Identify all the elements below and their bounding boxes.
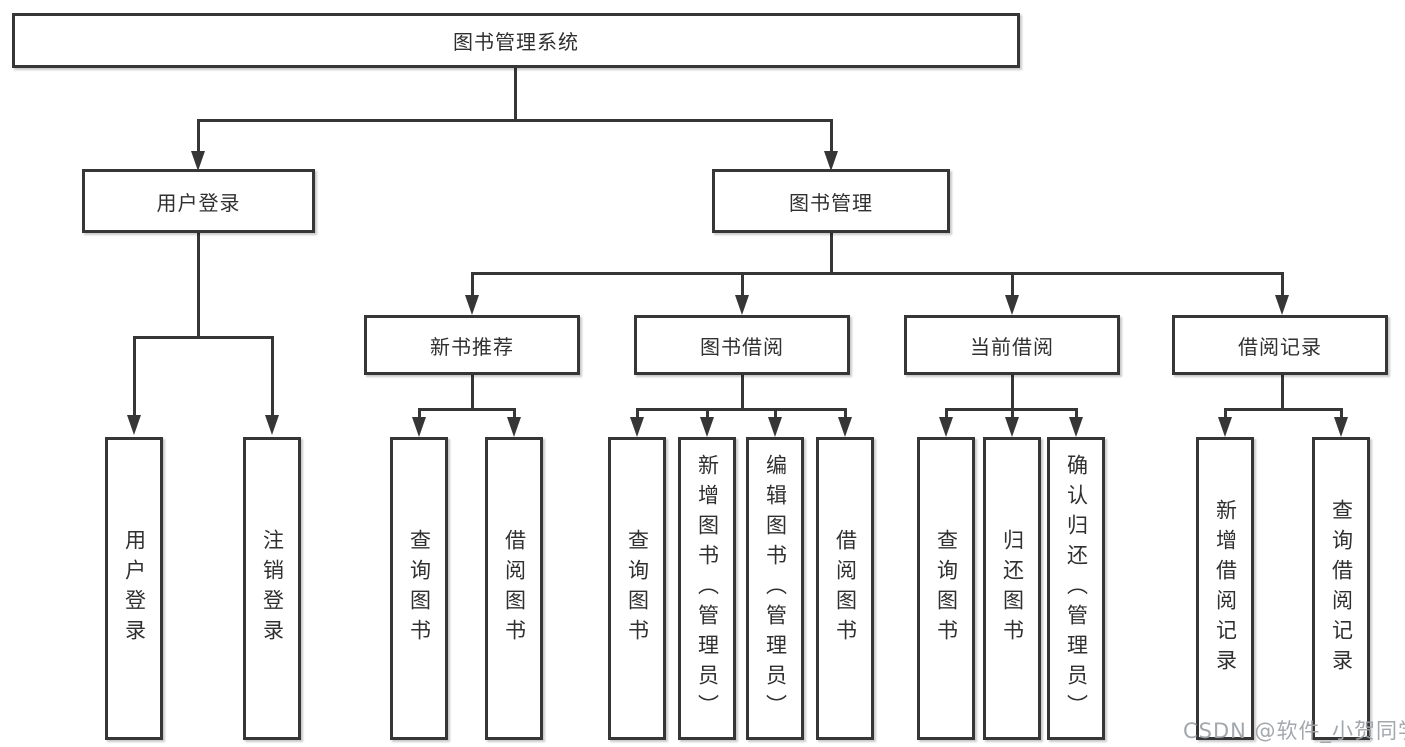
connector-arrowhead (1005, 295, 1019, 315)
node-user-login-leaf: 用户登录 (105, 437, 163, 740)
node-query-books-borrow: 查询图书 (608, 437, 666, 740)
node-label: 查询借阅记录 (1329, 498, 1354, 679)
connector-arrowhead (412, 417, 426, 437)
connector-line (1011, 375, 1014, 410)
connector-bus (1224, 408, 1343, 411)
node-user-login: 用户登录 (82, 169, 315, 233)
connector-line (471, 272, 474, 297)
connector-line (741, 272, 744, 297)
connector-arrowhead (1069, 417, 1083, 437)
node-logout: 注销登录 (243, 437, 301, 740)
connector-arrowhead (824, 151, 838, 171)
node-label: 借阅图书 (833, 528, 858, 649)
node-label: 新增图书（管理员） (695, 453, 720, 724)
connector-arrowhead (127, 415, 141, 435)
connector-arrowhead (1218, 417, 1232, 437)
connector-line (830, 233, 833, 274)
connector-arrowhead (191, 151, 205, 171)
connector-line (271, 336, 274, 417)
node-confirm-return-admin: 确认归还（管理员） (1047, 437, 1105, 740)
node-borrowing-records: 借阅记录 (1172, 315, 1388, 375)
node-add-book-admin: 新增图书（管理员） (678, 437, 736, 740)
node-return-books: 归还图书 (983, 437, 1041, 740)
connector-line (471, 375, 474, 410)
connector-arrowhead (265, 415, 279, 435)
connector-line (1011, 272, 1014, 297)
connector-arrowhead (735, 295, 749, 315)
connector-line (133, 336, 136, 417)
connector-line (197, 119, 200, 151)
node-label: 注销登录 (260, 528, 285, 649)
connector-arrowhead (630, 417, 644, 437)
connector-line (197, 233, 200, 338)
connector-arrowhead (507, 417, 521, 437)
node-library-management-system: 图书管理系统 (12, 13, 1020, 68)
node-current-borrowing: 当前借阅 (904, 315, 1120, 375)
csdn-watermark: CSDN @软件_小贺同学 (1183, 719, 1405, 743)
connector-line (844, 408, 847, 420)
node-label: 图书管理 (789, 190, 873, 215)
connector-line (1075, 408, 1078, 420)
node-label: 借阅记录 (1238, 334, 1322, 359)
connector-line (774, 408, 777, 420)
connector-line (945, 408, 948, 420)
node-query-books-recommend: 查询图书 (390, 437, 448, 740)
connector-arrowhead (838, 417, 852, 437)
node-label: 用户登录 (122, 528, 147, 649)
node-label: 编辑图书（管理员） (763, 453, 788, 724)
node-label: 图书管理系统 (453, 30, 579, 54)
connector-line (1340, 408, 1343, 420)
node-label: 查询图书 (407, 528, 432, 649)
connector-line (830, 119, 833, 151)
node-query-books-current: 查询图书 (917, 437, 975, 740)
node-book-borrowing: 图书借阅 (634, 315, 850, 375)
connector-arrowhead (700, 417, 714, 437)
connector-arrowhead (1005, 417, 1019, 437)
connector-arrowhead (465, 295, 479, 315)
node-edit-book-admin: 编辑图书（管理员） (746, 437, 804, 740)
node-label: 查询图书 (625, 528, 650, 649)
connector-line (636, 408, 639, 420)
connector-bus (636, 408, 847, 411)
connector-line (513, 408, 516, 420)
connector-bus (197, 119, 833, 122)
node-borrow-books-recommend: 借阅图书 (485, 437, 543, 740)
node-borrow-books-leaf: 借阅图书 (816, 437, 874, 740)
connector-line (1281, 272, 1284, 297)
connector-bus (471, 272, 1284, 275)
connector-line (706, 408, 709, 420)
node-label: 查询图书 (934, 528, 959, 649)
node-label: 新增借阅记录 (1213, 498, 1238, 679)
connector-line (514, 67, 517, 121)
connector-arrowhead (1334, 417, 1348, 437)
connector-bus (418, 408, 516, 411)
node-label: 归还图书 (1000, 528, 1025, 649)
node-add-borrow-record: 新增借阅记录 (1196, 437, 1254, 740)
node-label: 确认归还（管理员） (1064, 453, 1089, 724)
node-label: 借阅图书 (502, 528, 527, 649)
node-new-book-recommend: 新书推荐 (364, 315, 580, 375)
node-query-borrow-record: 查询借阅记录 (1312, 437, 1370, 740)
node-book-management: 图书管理 (712, 169, 950, 233)
node-label: 用户登录 (156, 190, 241, 215)
connector-line (1281, 375, 1284, 410)
connector-line (1011, 408, 1014, 420)
connector-arrowhead (768, 417, 782, 437)
node-label: 当前借阅 (970, 334, 1054, 359)
node-label: 新书推荐 (430, 334, 514, 359)
connector-arrowhead (1275, 295, 1289, 315)
connector-bus (133, 336, 274, 339)
connector-line (418, 408, 421, 420)
node-label: 图书借阅 (700, 334, 784, 359)
connector-line (741, 375, 744, 410)
connector-arrowhead (939, 417, 953, 437)
connector-line (1224, 408, 1227, 420)
